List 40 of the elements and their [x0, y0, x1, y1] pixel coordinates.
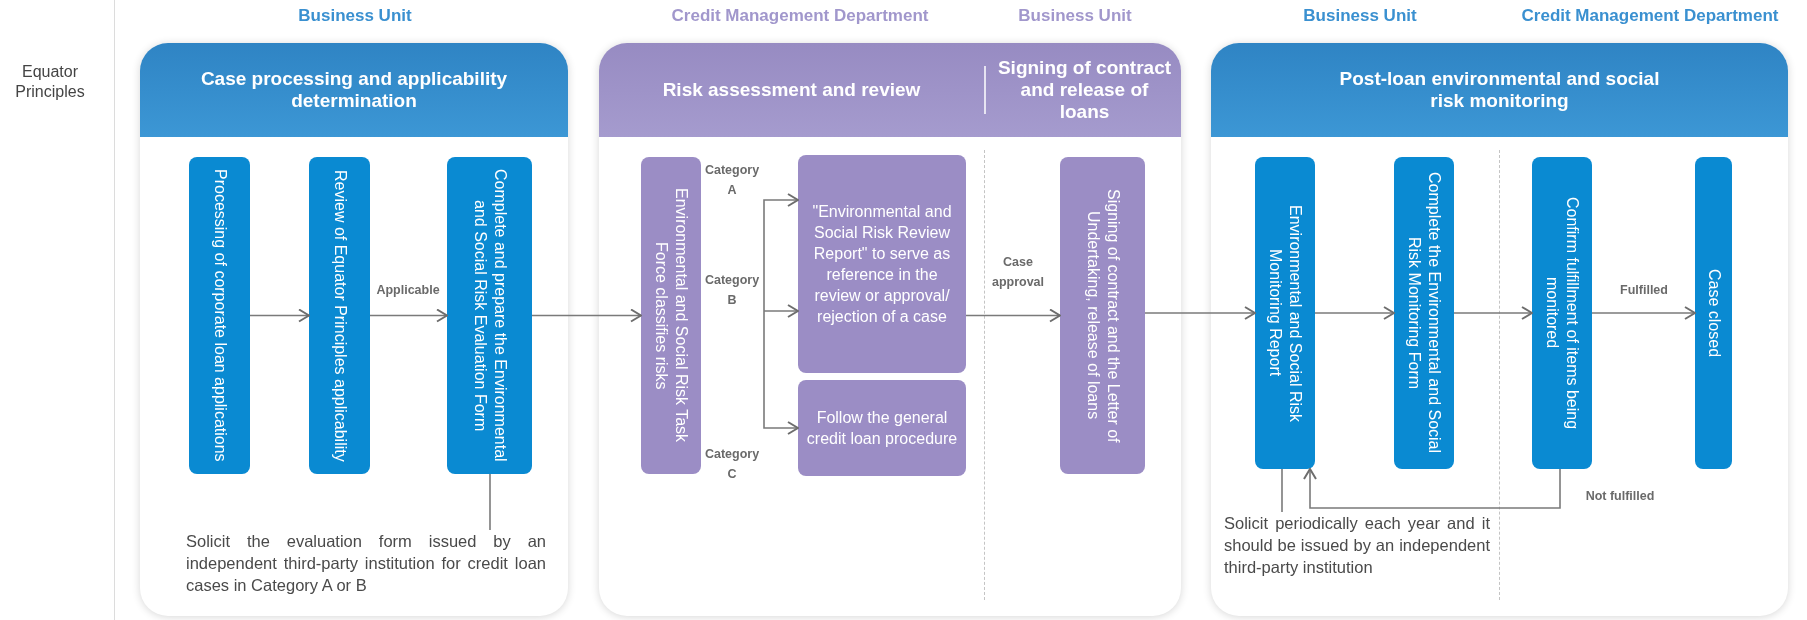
process-panel [1211, 43, 1788, 616]
arrow [1303, 468, 1561, 509]
arrow [369, 308, 448, 323]
panel-title: Post-loan environmental and social risk monitoring [1338, 68, 1661, 112]
department-label: Credit Management Department [1520, 6, 1780, 26]
process-box: Processing of corporate loan applications [189, 157, 250, 474]
panel-title: Case processing and applicability determination [199, 68, 509, 112]
arrow [1144, 306, 1256, 320]
process-box: Signing of contract and the Letter of Undertaking, release of loans [1060, 157, 1145, 474]
process-box: Case closed [1695, 157, 1732, 469]
arrow [1591, 306, 1696, 320]
leader-line [1281, 468, 1283, 513]
row-label: Equator Principles [14, 62, 86, 102]
arrow [763, 304, 799, 318]
process-panel [140, 43, 568, 616]
department-label: Business Unit [297, 6, 413, 26]
arrow [1453, 306, 1533, 320]
process-box: Follow the general credit loan procedure [798, 380, 966, 476]
process-box: Confirm fulfillment of items being monitored [1532, 157, 1592, 469]
note-text: Solicit periodically each year and it should be issued by an independent third-party institution [1224, 512, 1490, 616]
department-label: Business Unit [1302, 6, 1418, 26]
note-text: Solicit the evaluation form issued by an independent third-party institution for credit loan cases in Category A or B [186, 530, 546, 614]
department-label: Business Unit [1017, 6, 1133, 26]
arrow [531, 308, 642, 323]
process-box: Review of Equator Principles applicability [309, 157, 370, 474]
process-box: Environmental and Social Risk Task Force classifies risks [641, 157, 701, 474]
panel-title: Signing of contract and release of loans [996, 57, 1173, 123]
arrow [965, 308, 1061, 323]
arrow [763, 310, 799, 435]
process-box: Environmental and Social Risk Monitoring Report [1255, 157, 1315, 469]
panel-title: Risk assessment and review [661, 79, 922, 101]
arrow [1314, 306, 1395, 320]
process-panel [599, 43, 1181, 616]
process-box: Complete and prepare the Environmental and Social Risk Evaluation Form [447, 157, 532, 474]
arrow [763, 193, 799, 312]
department-label: Credit Management Department [670, 6, 930, 26]
process-box: Complete the Environmental and Social Risk Monitoring Form [1394, 157, 1454, 469]
process-box: "Environmental and Social Risk Review Report" to serve as reference in the review or approval/ rejection of a case [798, 155, 966, 373]
leader-line [489, 473, 491, 531]
arrow [249, 308, 310, 323]
